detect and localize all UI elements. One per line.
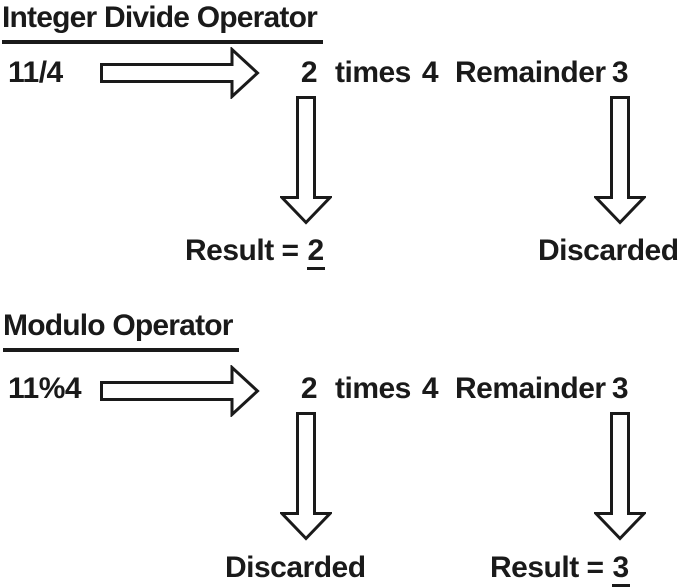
result-prefix: Result = — [185, 234, 299, 267]
right-arrow-icon — [100, 47, 260, 99]
modulo-title: Modulo Operator — [3, 311, 239, 352]
times-label: times — [335, 56, 411, 89]
remainder-value: 3 — [611, 372, 629, 405]
remainder-value: 3 — [611, 56, 629, 89]
right-arrow-icon — [100, 365, 260, 417]
remainder-label: Remainder — [455, 372, 606, 405]
remainder-outcome-label: Discarded — [538, 234, 679, 267]
down-arrow-icon — [280, 412, 332, 541]
quotient-value: 2 — [300, 56, 318, 89]
quotient-value: 2 — [300, 372, 318, 405]
remainder-outcome-label: Result =3 — [490, 551, 630, 587]
divide-expression: 11/4 — [8, 56, 63, 89]
divisor-value: 4 — [421, 372, 439, 405]
result-value: 2 — [306, 234, 325, 270]
down-arrow-icon — [594, 96, 646, 225]
quotient-outcome-label: Discarded — [225, 551, 366, 584]
result-prefix: Result = — [490, 551, 604, 584]
divisor-value: 4 — [421, 56, 439, 89]
modulo-expression: 11%4 — [8, 372, 82, 405]
result-value: 3 — [611, 551, 630, 587]
integer-divide-title: Integer Divide Operator — [2, 3, 324, 44]
remainder-label: Remainder — [455, 56, 606, 89]
down-arrow-icon — [280, 96, 332, 225]
times-label: times — [335, 372, 411, 405]
quotient-outcome-label: Result =2 — [185, 234, 325, 270]
down-arrow-icon — [594, 412, 646, 541]
